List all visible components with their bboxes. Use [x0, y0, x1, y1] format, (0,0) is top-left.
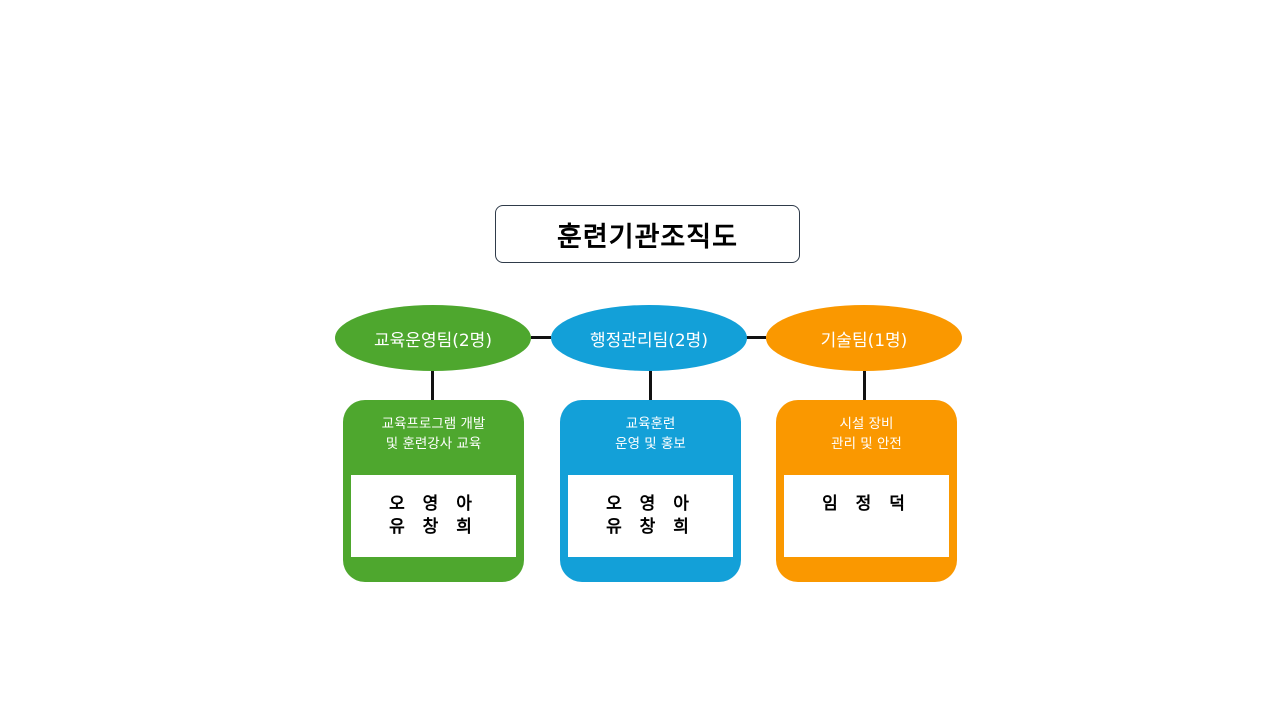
- member-name: 오 영 아: [389, 494, 478, 514]
- team-members-box: 오 영 아 유 창 희: [351, 475, 516, 557]
- connector-line-1-2: [531, 336, 551, 339]
- description-line: 관리 및 안전: [831, 436, 902, 452]
- team-description: 시설 장비 관리 및 안전: [776, 414, 957, 454]
- team-node-technical: 기술팀(1명): [766, 305, 962, 371]
- team-name: 기술팀(1명): [820, 330, 908, 351]
- team-card-administration: 교육훈련 운영 및 홍보 오 영 아 유 창 희: [560, 400, 741, 582]
- connector-line-team-3: [863, 371, 866, 400]
- org-chart-title: 훈련기관조직도: [495, 205, 800, 263]
- team-members-box: 오 영 아 유 창 희: [568, 475, 733, 557]
- team-description: 교육프로그램 개발 및 훈련강사 교육: [343, 414, 524, 454]
- member-name: 오 영 아: [606, 494, 695, 514]
- team-card-technical: 시설 장비 관리 및 안전 임 정 덕: [776, 400, 957, 582]
- team-node-education-operations: 교육운영팀(2명): [335, 305, 531, 371]
- member-name: 유 창 희: [606, 517, 695, 537]
- description-line: 시설 장비: [839, 416, 894, 432]
- team-members-box: 임 정 덕: [784, 475, 949, 557]
- member-name: 임 정 덕: [822, 494, 911, 514]
- team-name: 교육운영팀(2명): [374, 330, 492, 351]
- connector-line-2-3: [746, 336, 766, 339]
- description-line: 교육훈련: [625, 416, 676, 432]
- description-line: 운영 및 홍보: [615, 436, 686, 452]
- team-node-administration: 행정관리팀(2명): [551, 305, 747, 371]
- team-name: 행정관리팀(2명): [590, 330, 708, 351]
- team-card-education-operations: 교육프로그램 개발 및 훈련강사 교육 오 영 아 유 창 희: [343, 400, 524, 582]
- description-line: 교육프로그램 개발: [381, 416, 486, 432]
- team-description: 교육훈련 운영 및 홍보: [560, 414, 741, 454]
- description-line: 및 훈련강사 교육: [385, 436, 482, 452]
- member-name: 유 창 희: [389, 517, 478, 537]
- connector-line-team-2: [649, 371, 652, 400]
- connector-line-team-1: [431, 371, 434, 400]
